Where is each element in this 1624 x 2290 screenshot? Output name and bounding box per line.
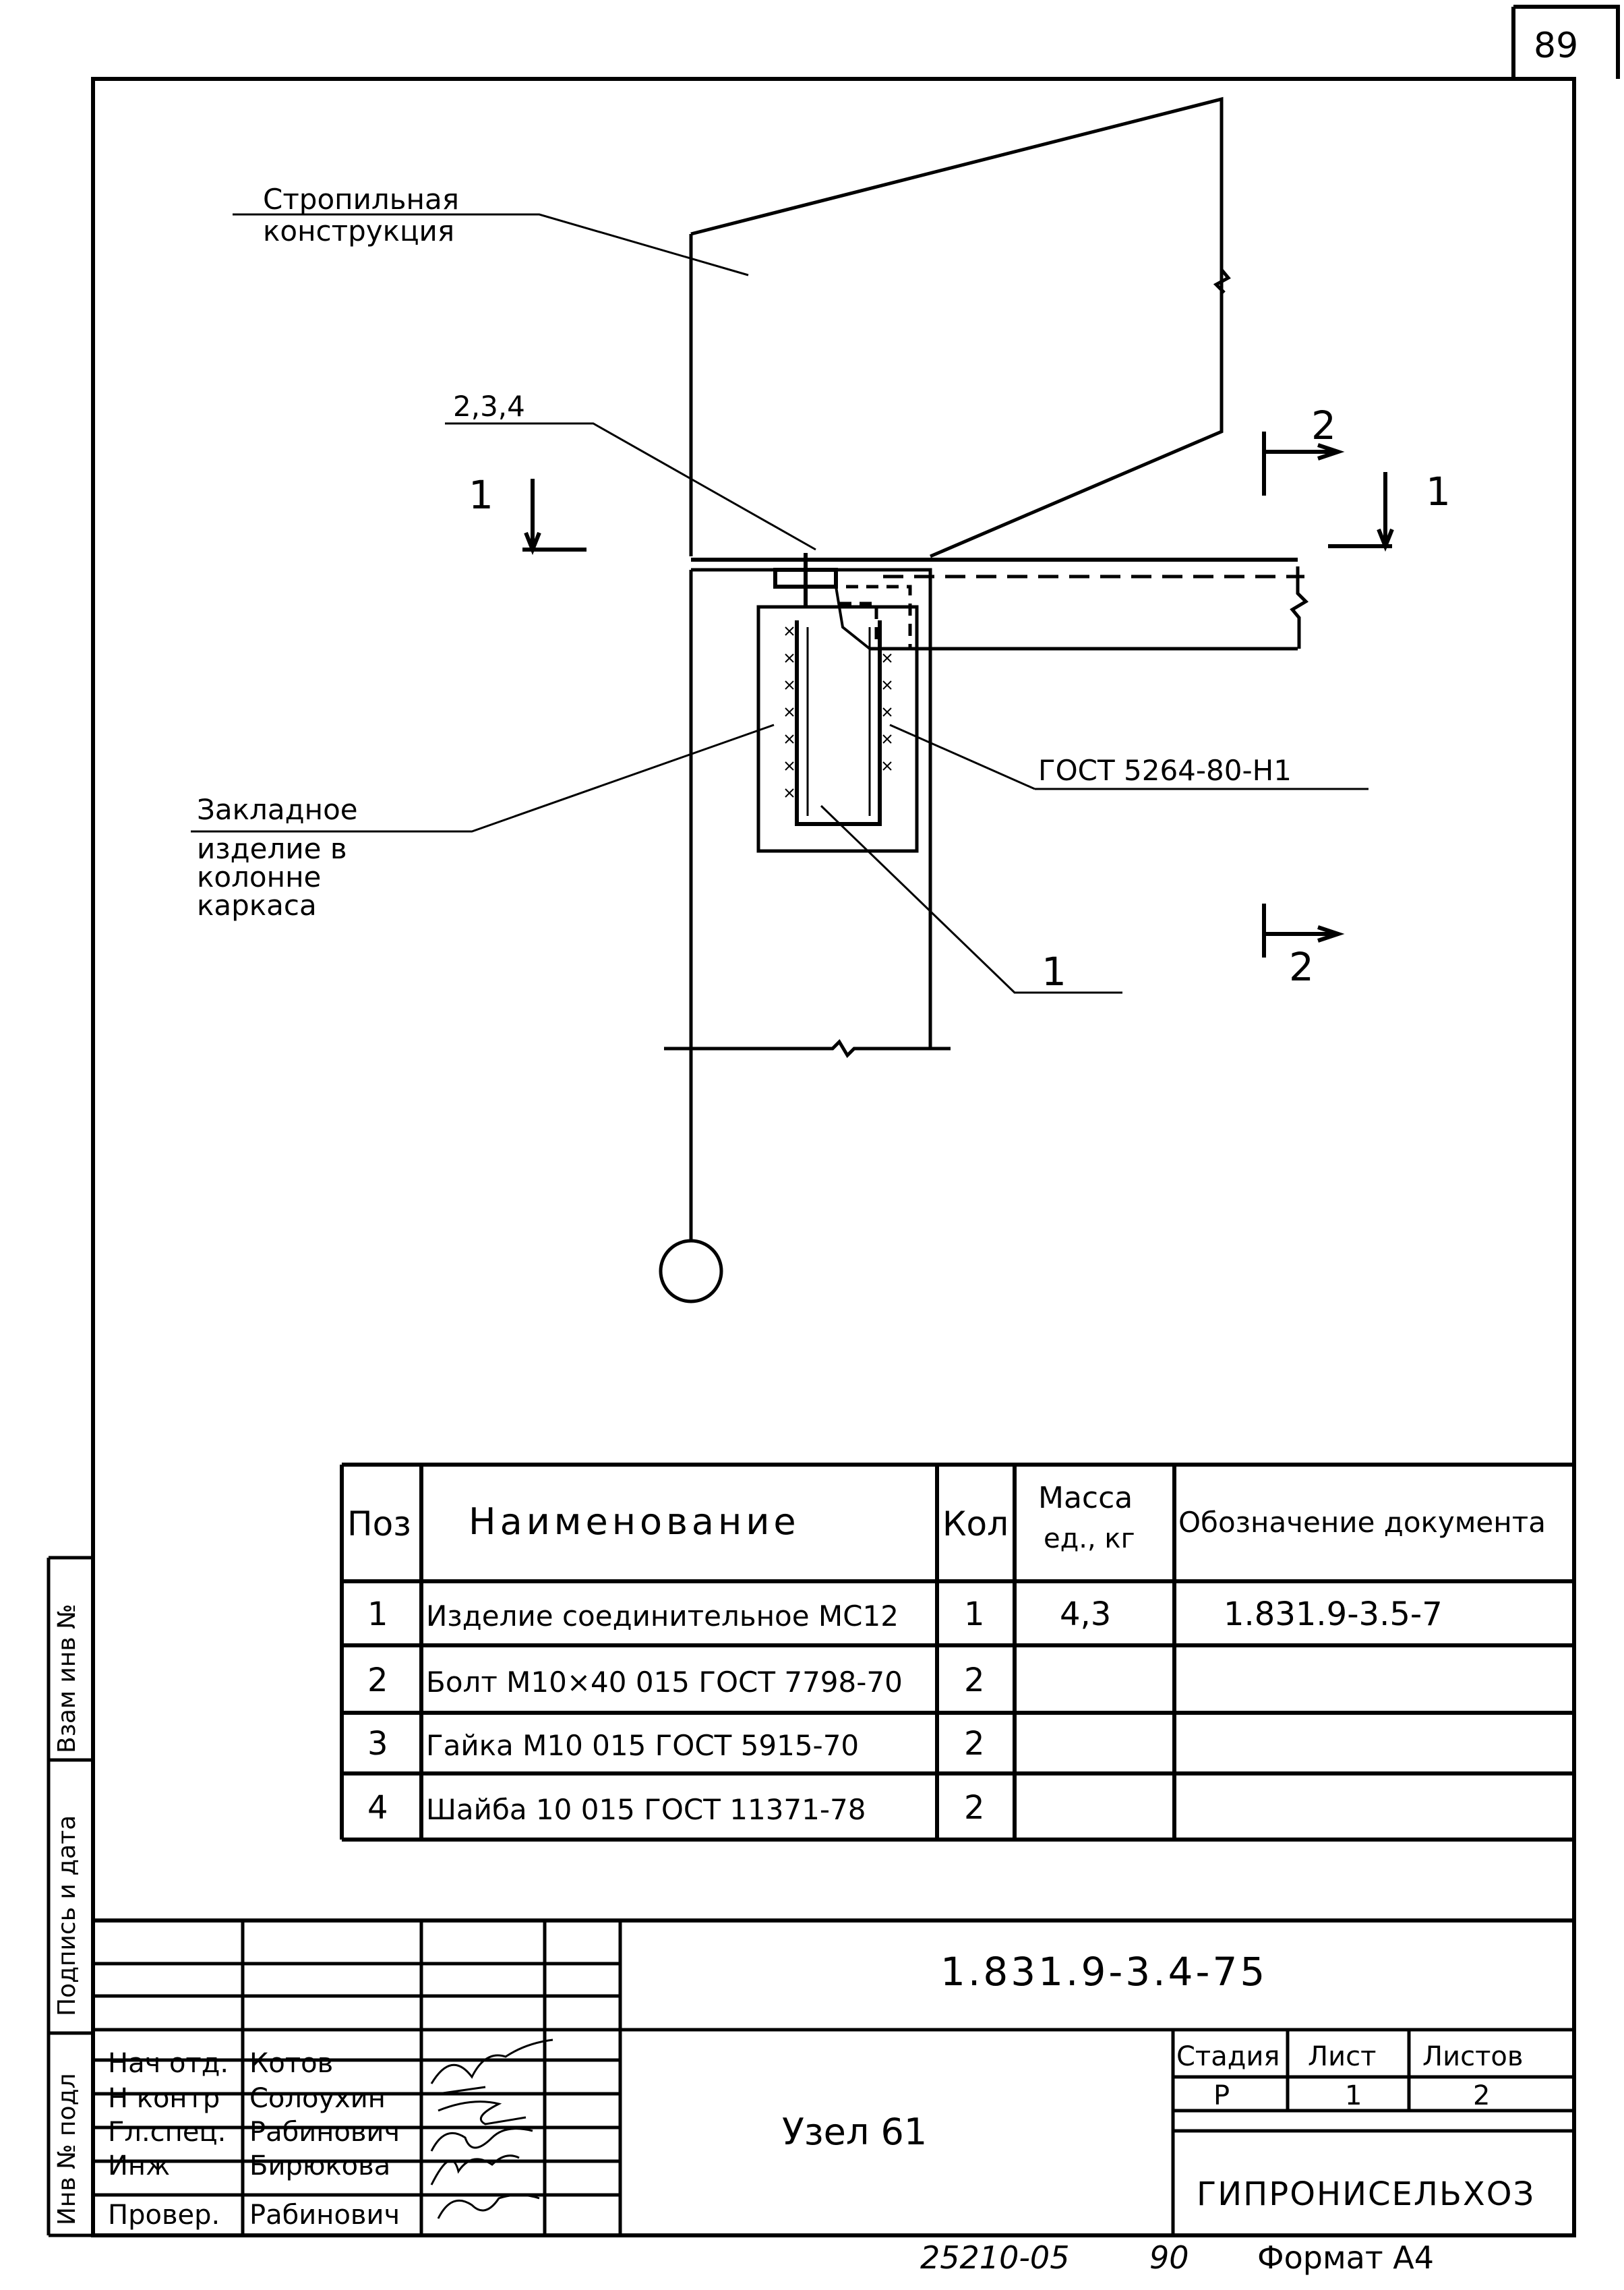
row-qty: 2 (964, 1725, 985, 1763)
column-break (664, 1038, 951, 1059)
signature-name: Солоухин (249, 2083, 386, 2114)
section-1-left-label: 1 (469, 472, 493, 518)
sheets-value: 2 (1473, 2080, 1491, 2111)
leader-embedded (191, 724, 775, 833)
rafter-outline (689, 96, 1224, 558)
bracket-step (835, 586, 871, 650)
signature-role: Провер. (108, 2200, 220, 2231)
footer-year: 90 (1149, 2239, 1189, 2276)
label-rafter-line2: конструкция (263, 214, 455, 247)
sheets-label: Листов (1422, 2041, 1524, 2072)
row-qty: 2 (964, 1662, 985, 1699)
header-doc: Обозначение документа (1178, 1506, 1546, 1539)
organization: ГИПРОНИСЕЛЬХОЗ (1197, 2175, 1536, 2213)
signature-role: Нач отд. (108, 2048, 229, 2079)
page-number: 89 (1534, 26, 1579, 66)
beam-break (1290, 566, 1309, 649)
footer-format: Формат А4 (1257, 2239, 1434, 2276)
spec-table-grid (340, 1463, 1574, 1842)
section-2-top-mark (1262, 432, 1345, 496)
footer-code: 25210-05 (920, 2239, 1070, 2276)
section-1-left-mark (522, 479, 587, 556)
row-qty: 1 (964, 1595, 985, 1633)
leader-rafter (233, 213, 749, 276)
header-mass-line1: Масса (1038, 1481, 1133, 1515)
label-embedded-line3: колонне (197, 860, 322, 893)
leader-pos1 (820, 804, 1122, 994)
designation: 1.831.9-3.4-75 (940, 1949, 1268, 1995)
signature-role: Н контр (108, 2083, 220, 2114)
row-name: Гайка М10 015 ГОСТ 5915-70 (426, 1729, 860, 1762)
signature-role: Гл.спец. (108, 2117, 227, 2148)
section-1-right-label: 1 (1426, 469, 1451, 515)
section-2-top-label: 2 (1311, 403, 1336, 448)
connector-tube (795, 620, 882, 826)
signature-name: Рабинович (249, 2117, 400, 2148)
header-pos: Поз (347, 1504, 411, 1544)
row-pos: 4 (367, 1789, 388, 1827)
row-pos: 2 (367, 1662, 388, 1699)
section-2-bottom-label: 2 (1289, 944, 1314, 990)
row-doc: 1.831.9-3.5-7 (1224, 1595, 1443, 1633)
drawing-title: Узел 61 (782, 2111, 928, 2153)
signature-name: Котов (249, 2048, 334, 2079)
section-1-right-mark (1328, 472, 1394, 552)
row-name: Шайба 10 015 ГОСТ 11371-78 (426, 1793, 866, 1826)
label-position-1: 1 (1042, 949, 1066, 995)
side-replace-inv: Взам инв № (53, 1604, 81, 1753)
leader-weld (889, 724, 1369, 790)
signature-role: Инж (108, 2150, 171, 2181)
stage-label: Стадия (1176, 2041, 1280, 2072)
sheet-label: Лист (1308, 2041, 1377, 2072)
row-qty: 2 (964, 1789, 985, 1827)
label-rafter-line1: Стропильная (263, 183, 459, 216)
label-weld: ГОСТ 5264-80-Н1 (1038, 754, 1292, 787)
page-number-box (1511, 5, 1620, 79)
label-embedded-line1: Закладное (197, 793, 358, 826)
row-name: Болт М10×40 015 ГОСТ 7798-70 (426, 1666, 903, 1699)
header-name: Наименование (469, 1500, 800, 1543)
row-name: Изделие соединительное МС12 (426, 1599, 899, 1633)
side-inv-original: Инв № подл (53, 2073, 81, 2225)
row-pos: 1 (367, 1595, 388, 1633)
axis-marker (659, 1239, 723, 1303)
signature-name: Бирюкова (249, 2150, 391, 2181)
header-mass-line2: ед., кг (1044, 1523, 1135, 1554)
label-embedded-line2: изделие в (197, 832, 347, 865)
side-sign-date: Подпись и дата (53, 1815, 81, 2016)
row-pos: 3 (367, 1725, 388, 1763)
row-mass: 4,3 (1060, 1595, 1112, 1633)
weld-marks (785, 626, 892, 798)
sheet-value: 1 (1345, 2080, 1362, 2111)
signature-name: Рабинович (249, 2200, 400, 2231)
embedded-plate (756, 605, 919, 853)
rafter-break (1213, 268, 1231, 294)
stage-value: Р (1213, 2080, 1230, 2111)
connector-inner (806, 627, 871, 816)
connector-hidden (839, 585, 912, 647)
frame-border (91, 77, 1576, 2237)
label-embedded-line4: каркаса (197, 889, 317, 922)
label-parts-ref: 2,3,4 (453, 390, 525, 423)
signature-scribbles (430, 2038, 553, 2219)
leader-parts (445, 422, 816, 551)
section-2-bottom-mark (1262, 904, 1345, 958)
column-outline (689, 568, 932, 1241)
side-stamp-grid (47, 1556, 93, 2237)
header-qty: Кол (942, 1504, 1009, 1544)
title-block-grid (93, 1918, 1574, 2235)
